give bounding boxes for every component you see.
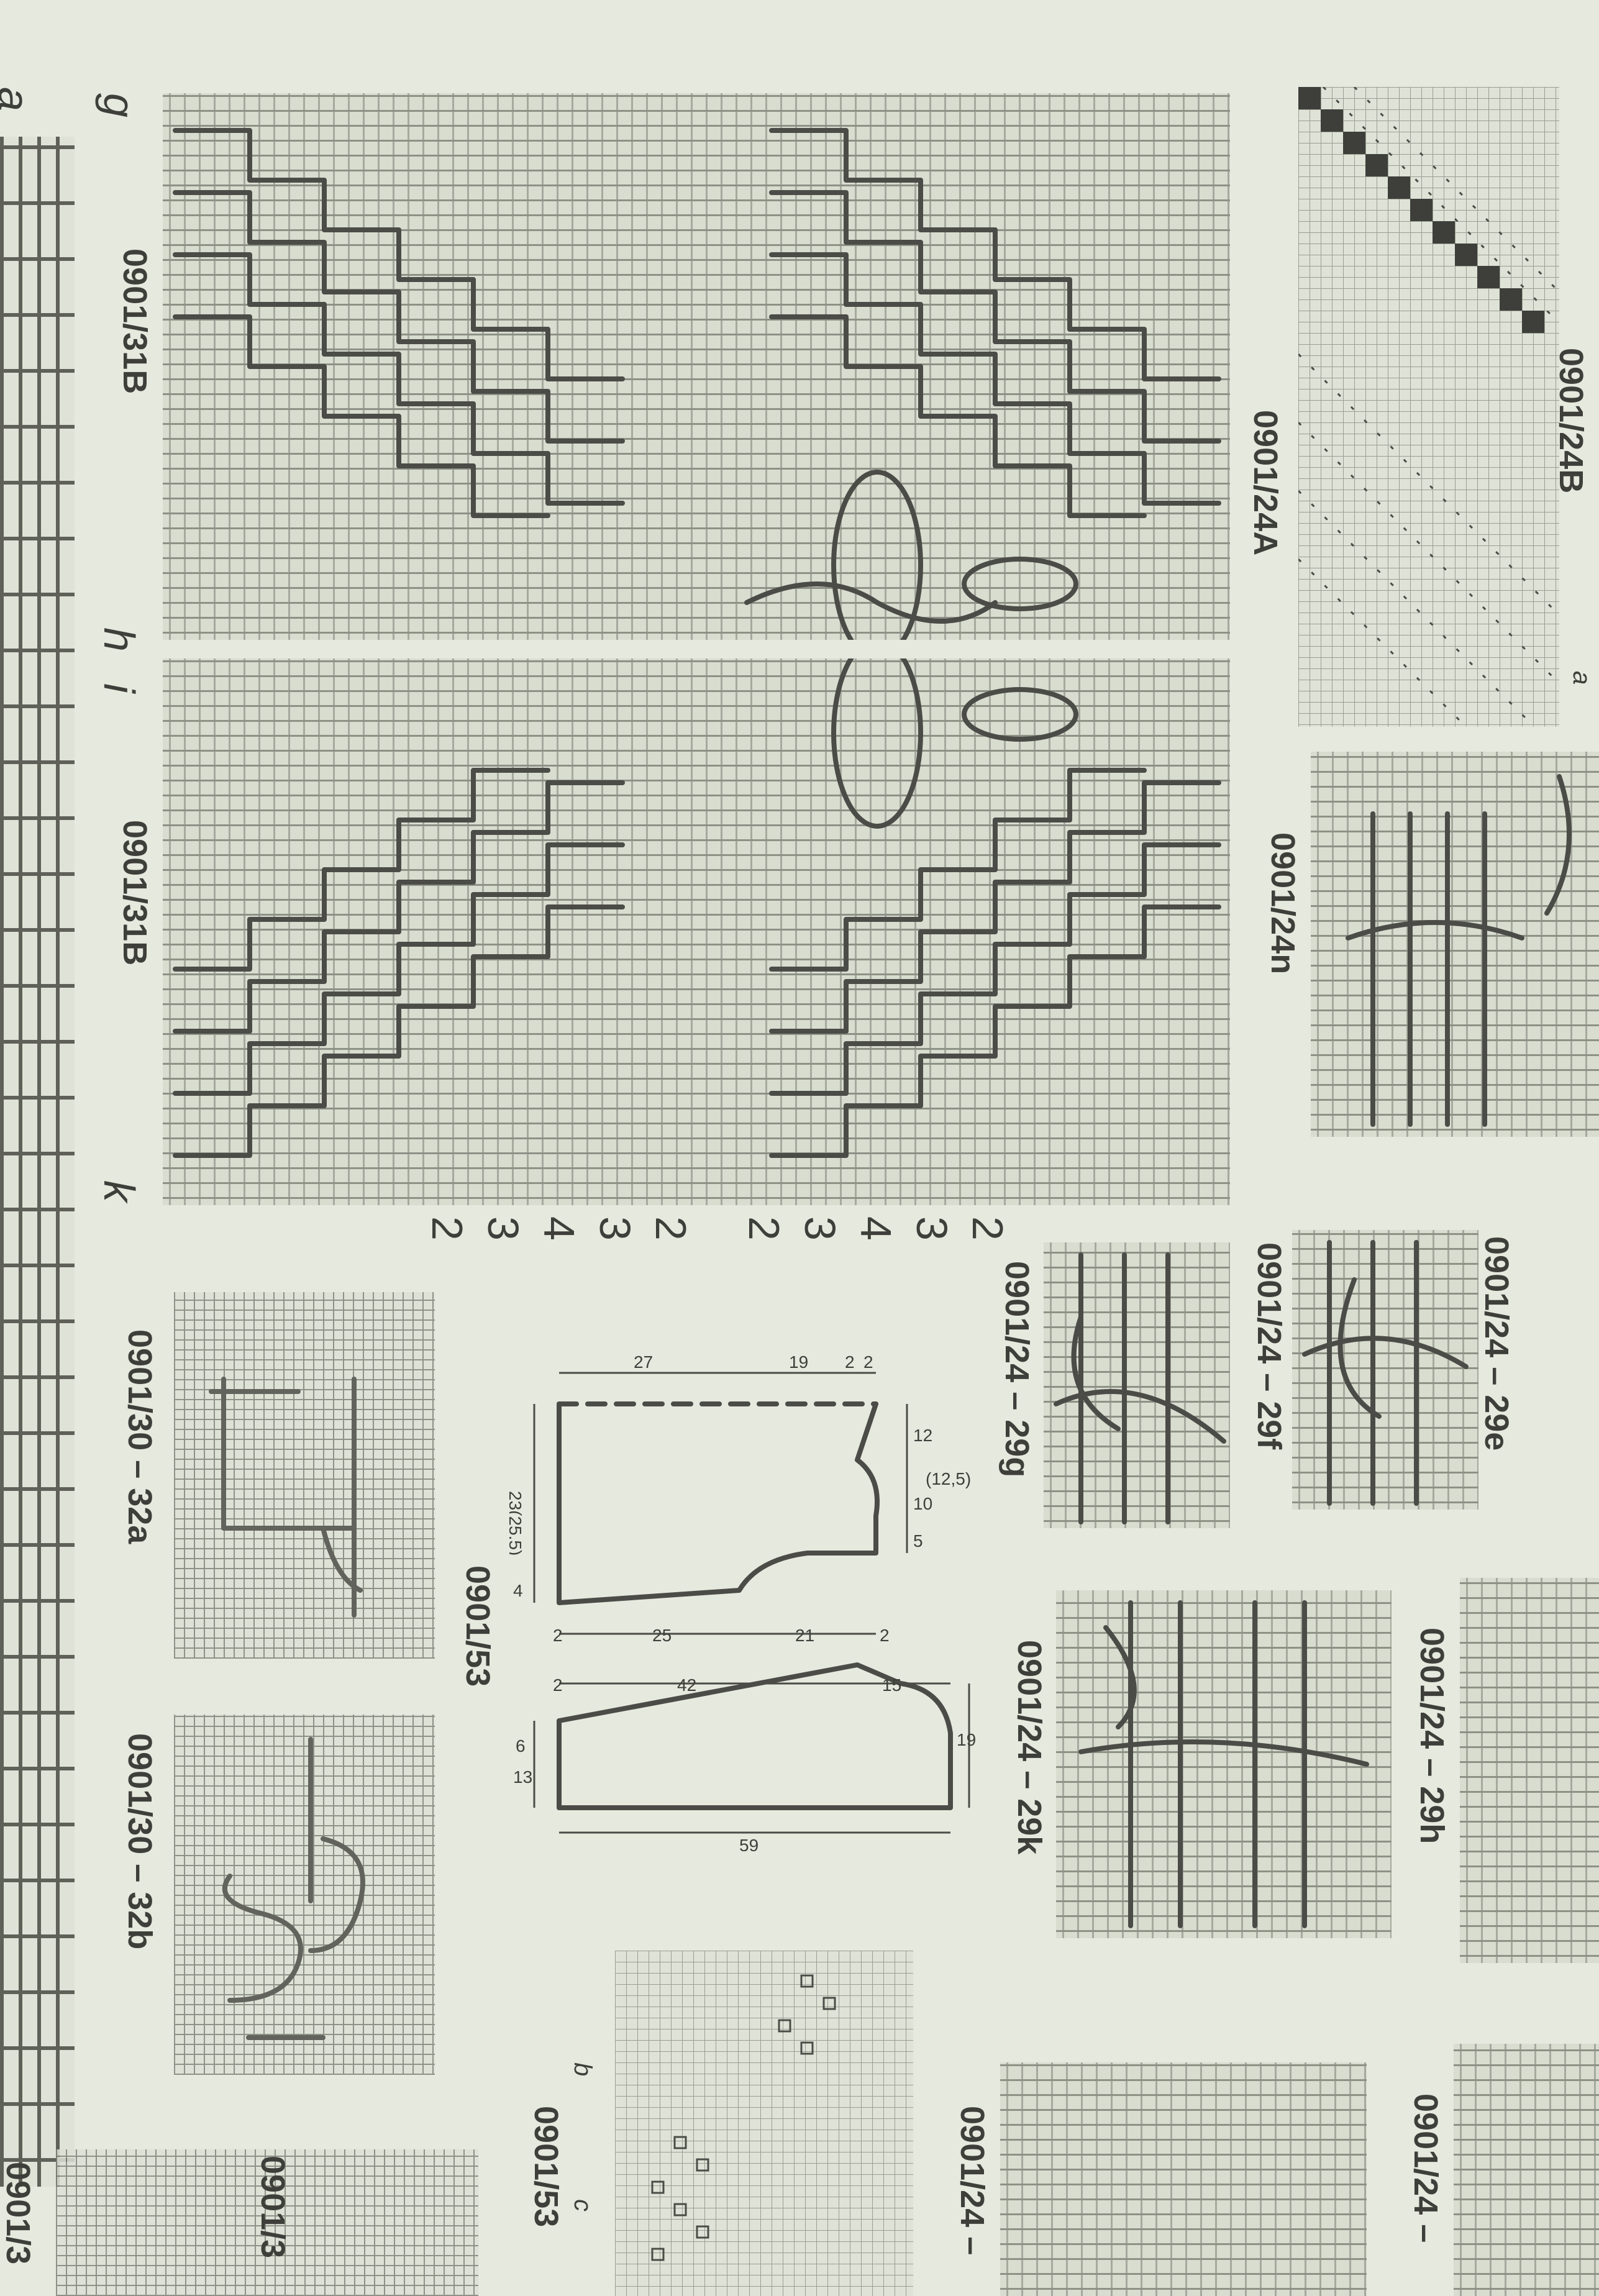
diagonal-stitches [1298, 87, 1559, 727]
swatch-29k [1056, 1590, 1392, 1938]
label-29h: 0901/24 – 29h [1413, 1628, 1451, 1844]
label-29f: 0901/24 – 29f [1250, 1242, 1288, 1450]
label-53-chart: 0901/53 [527, 2106, 565, 2228]
stitch-count: 2 [964, 1216, 1012, 1241]
dim-23: 23(25,5) [509, 1491, 525, 1556]
stitch-count: 4 [852, 1216, 900, 1241]
marker-k: k [95, 1180, 144, 1202]
marker-i: i [95, 683, 144, 693]
swatch-24-bottom-left [1000, 2062, 1367, 2296]
label-32a: 0901/30 – 32a [121, 1329, 158, 1544]
dim-12-5: (12,5) [926, 1469, 971, 1488]
needle-illustration [1078, 1600, 1369, 1928]
chart-53 [615, 1951, 913, 2296]
dim-25: 25 [652, 1626, 672, 1645]
swatch-32a [174, 1292, 435, 1659]
dim-42: 42 [677, 1675, 696, 1695]
chart-31b-top [163, 93, 1230, 640]
dim-27: 27 [634, 1354, 653, 1372]
label-30-bottom-right: 0901/3 [254, 2156, 291, 2259]
dim-5: 5 [913, 1531, 923, 1551]
swatch-32b [174, 1715, 435, 2075]
label-24b: 0901/24B [1552, 348, 1590, 494]
swatch-30-bottom [56, 2149, 478, 2296]
marker-a-left: a [0, 87, 39, 111]
needle-illustration [209, 1377, 363, 1618]
needle-illustration [1054, 1252, 1226, 1524]
swatch-24-bottom-right [1454, 2044, 1599, 2296]
needle-illustration [1302, 1240, 1469, 1506]
stitch-count: 4 [535, 1216, 583, 1241]
label-32b: 0901/30 – 32b [121, 1733, 158, 1950]
dim-21: 21 [795, 1626, 814, 1645]
dim-15: 15 [882, 1675, 901, 1695]
label-30-bottom-left: 0901/3 [0, 2162, 37, 2265]
dim-13: 13 [513, 1767, 532, 1787]
stitch-count: 2 [423, 1216, 472, 1241]
label-31b-top: 0901/31B [116, 248, 153, 394]
stitch-count: 3 [796, 1216, 844, 1241]
marker-h: h [95, 627, 144, 652]
dim-2a: 2 [845, 1354, 855, 1372]
chart-24a [1298, 87, 1559, 727]
left-stitch-strip [0, 137, 75, 2187]
label-24-bottom-right: 0901/24 – [1407, 2093, 1444, 2243]
cable-lines-top [173, 128, 1221, 640]
cable-lines-bottom [173, 658, 1221, 1158]
swatch-29e [1292, 1230, 1478, 1510]
dim-10: 10 [913, 1494, 932, 1513]
label-24n: 0901/24n [1264, 832, 1301, 975]
schematic-53: 27 19 2 2 23(25,5) 4 12 (12,5) 10 5 2 25… [509, 1354, 976, 1851]
stitch-count: 3 [908, 1216, 956, 1241]
label-24a: 0901/24A [1247, 410, 1284, 556]
chart-31b-bottom [163, 658, 1230, 1205]
label-29k: 0901/24 – 29k [1011, 1640, 1048, 1855]
swatch-24n [1311, 752, 1599, 1137]
dim-4: 4 [513, 1581, 523, 1600]
dim-19-sleeve: 19 [957, 1730, 976, 1749]
swatch-29h [1460, 1578, 1599, 1963]
needle-illustration [222, 1737, 365, 2040]
marker-g: g [95, 93, 144, 117]
dim-2b: 2 [863, 1354, 873, 1372]
label-29e: 0901/24 – 29e [1478, 1236, 1515, 1451]
stitch-count: 2 [647, 1216, 695, 1241]
label-53-pattern: 0901/53 [459, 1565, 496, 1687]
marker-b: b [569, 2062, 596, 2077]
dim-19: 19 [789, 1354, 808, 1372]
swatch-29g [1044, 1242, 1230, 1528]
stitch-count: 2 [740, 1216, 788, 1241]
label-29g: 0901/24 – 29g [998, 1261, 1036, 1478]
marker-a-right: a [1568, 671, 1595, 685]
marker-c: c [569, 2199, 596, 2212]
dim-sleeve-2: 2 [553, 1675, 563, 1695]
dim-mid-2b: 2 [880, 1626, 890, 1645]
stitch-count: 3 [591, 1216, 639, 1241]
dim-12: 12 [913, 1426, 932, 1445]
label-24-bottom-left: 0901/24 – [954, 2106, 991, 2256]
label-31b-bottom: 0901/31B [116, 820, 153, 966]
dim-6: 6 [516, 1736, 526, 1756]
needle-illustration [1346, 774, 1572, 1127]
dim-mid-2a: 2 [553, 1626, 563, 1645]
stitch-count: 3 [479, 1216, 527, 1241]
dim-59: 59 [739, 1836, 758, 1851]
chart-53-motifs [651, 1974, 836, 2261]
